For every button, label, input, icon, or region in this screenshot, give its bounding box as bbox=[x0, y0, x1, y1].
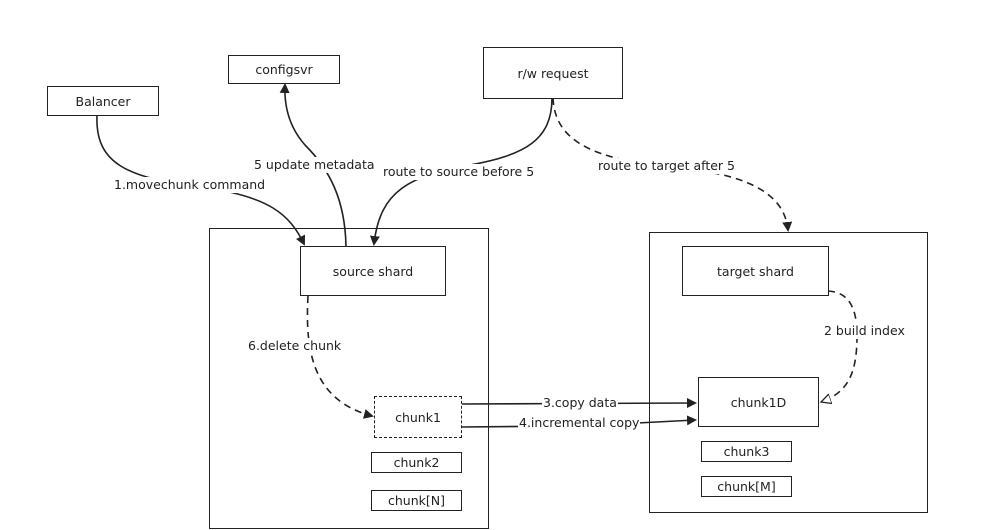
balancer-node: Balancer bbox=[47, 86, 159, 116]
chunk2-node: chunk2 bbox=[371, 452, 462, 473]
target-shard-node: target shard bbox=[682, 246, 829, 296]
edge-update-metadata bbox=[279, 83, 347, 247]
label-route-target: route to target after 5 bbox=[597, 158, 736, 174]
edge-build-index bbox=[821, 290, 858, 402]
rw-request-node: r/w request bbox=[483, 47, 623, 99]
source-shard-container bbox=[209, 228, 489, 529]
chunkM-node: chunk[M] bbox=[701, 476, 792, 497]
label-build-index: 2 build index bbox=[823, 323, 906, 339]
label-route-source: route to source before 5 bbox=[382, 164, 536, 180]
label-delete-chunk: 6.delete chunk bbox=[247, 338, 343, 354]
target-shard-container bbox=[649, 232, 928, 513]
label-copy-data: 3.copy data bbox=[542, 395, 618, 411]
chunkN-node: chunk[N] bbox=[371, 490, 462, 511]
label-movechunk: 1.movechunk command bbox=[113, 177, 267, 193]
label-update-metadata: 5 update metadata bbox=[253, 157, 376, 173]
chunk3-node: chunk3 bbox=[701, 441, 792, 462]
edge-delete-chunk bbox=[306, 295, 374, 419]
chunk1D-node: chunk1D bbox=[698, 377, 819, 427]
chunk1-node: chunk1 bbox=[374, 396, 462, 438]
source-shard-node: source shard bbox=[300, 246, 446, 296]
configsvr-node: configsvr bbox=[228, 55, 340, 84]
label-incremental-copy: 4.incremental copy bbox=[518, 415, 641, 431]
